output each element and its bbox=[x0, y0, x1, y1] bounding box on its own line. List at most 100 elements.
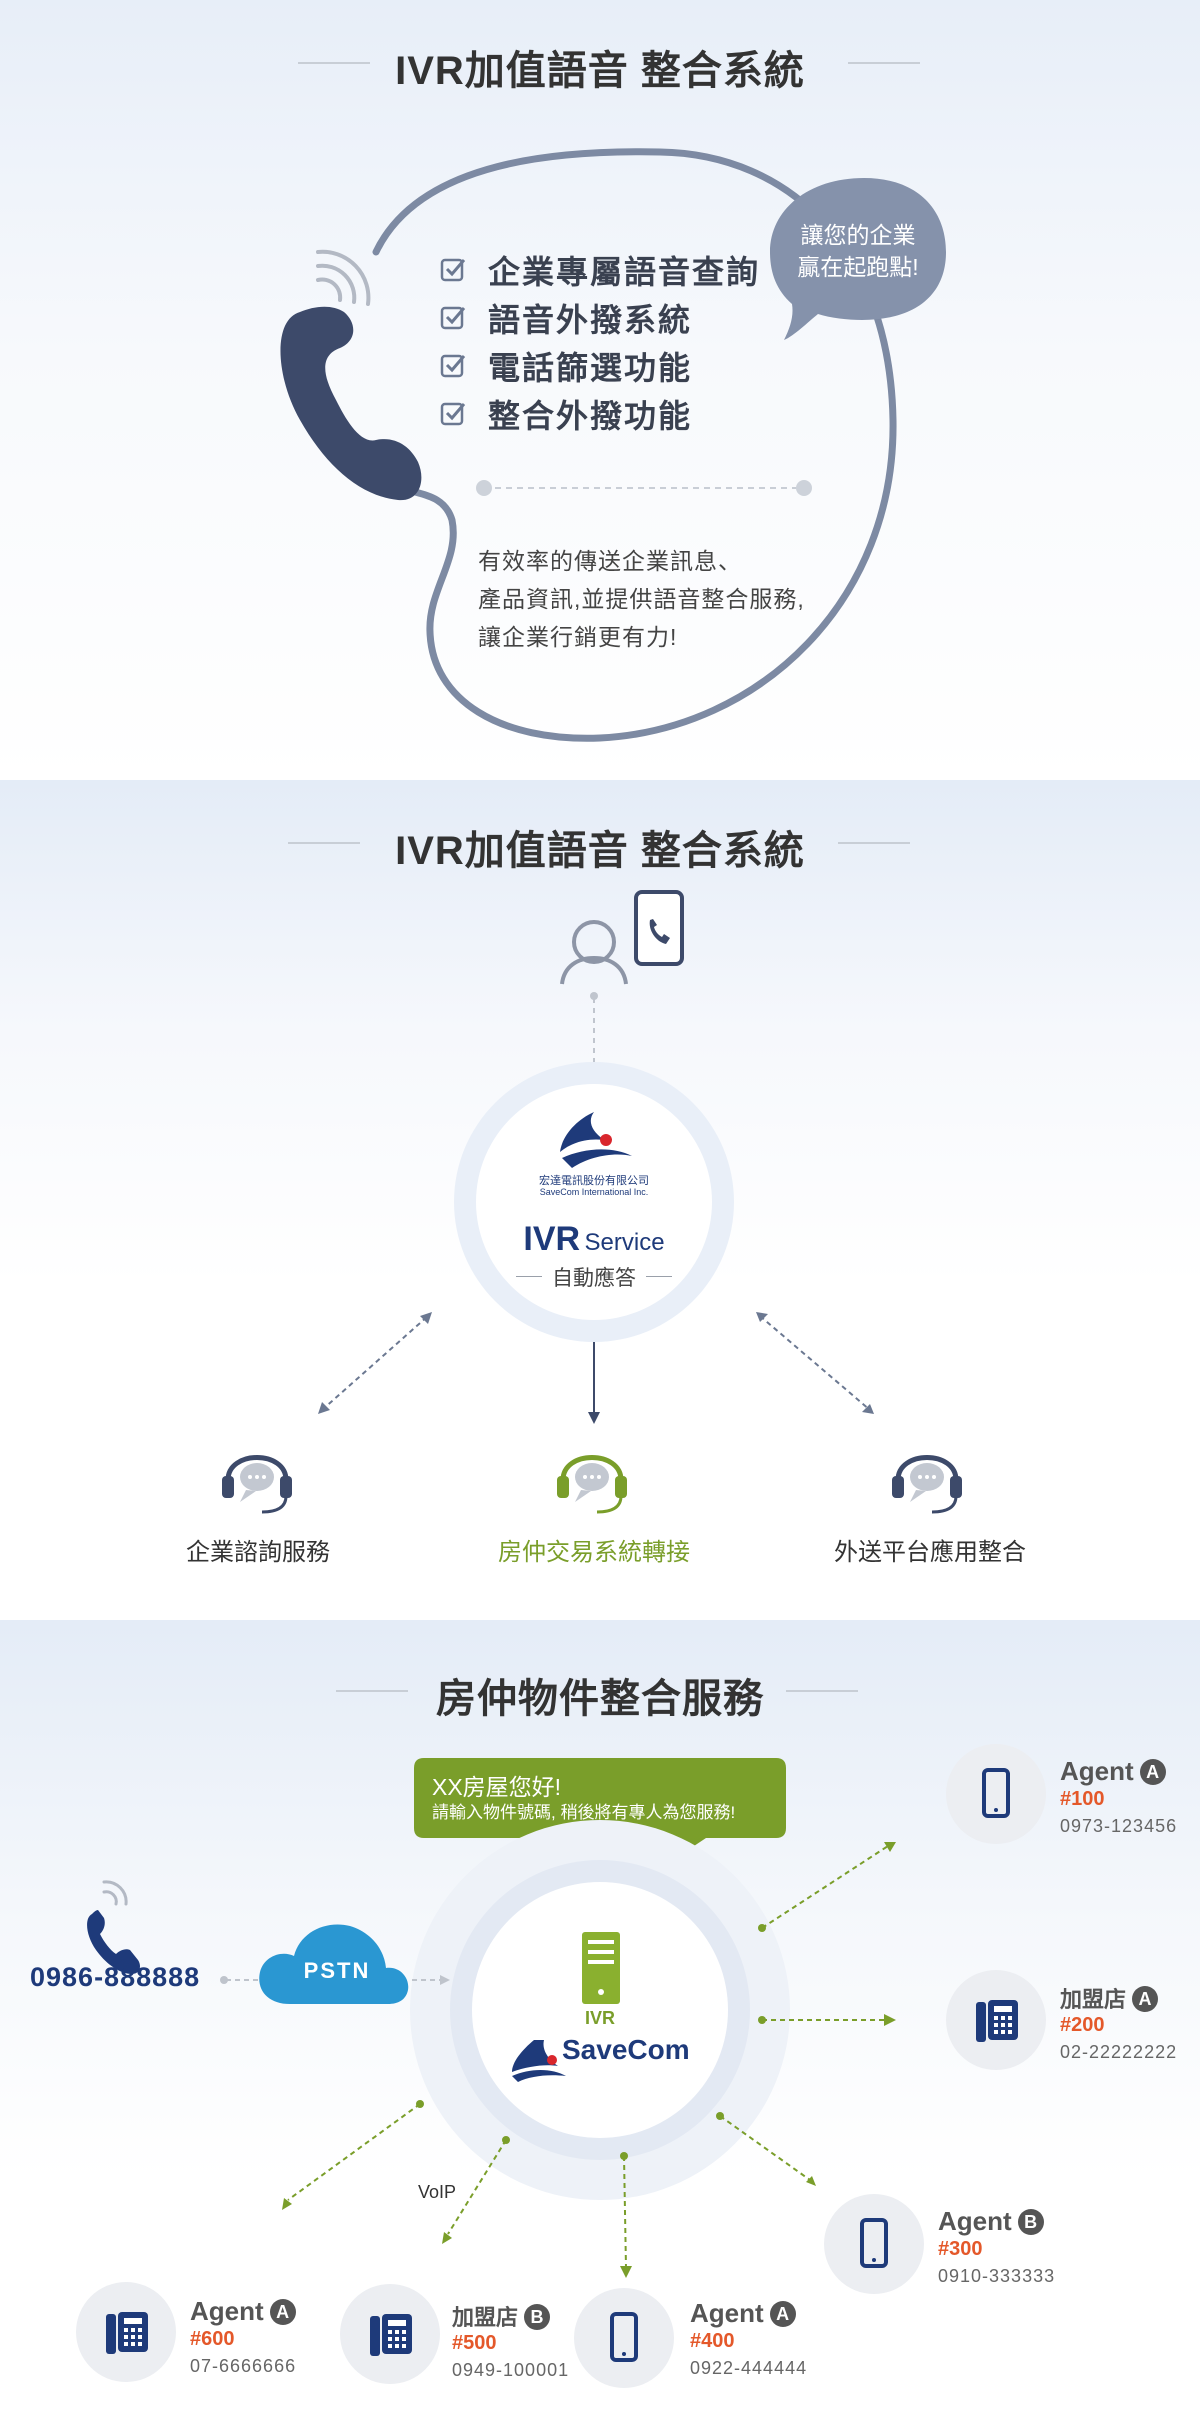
mobile-phone-icon bbox=[634, 890, 684, 966]
agent-avatar bbox=[824, 2194, 924, 2294]
agent-phone: 0949-100001 bbox=[452, 2360, 570, 2380]
caller-phone-icon bbox=[87, 1910, 140, 1974]
agent-phone: 0910-333333 bbox=[938, 2266, 1056, 2286]
description-line: 讓企業行銷更有力! bbox=[478, 624, 678, 650]
ivr-flow-diagram bbox=[222, 890, 962, 1514]
mobile-phone-icon bbox=[982, 1768, 1010, 1818]
savecom-logo-icon bbox=[512, 2040, 566, 2082]
slogan-line1: 讓您的企業 bbox=[800, 222, 916, 248]
slogan-bubble: 讓您的企業 贏在起跑點! bbox=[770, 219, 946, 283]
pstn-label: PSTN bbox=[303, 1958, 371, 1983]
headset-icon-2 bbox=[557, 1455, 627, 1514]
agent-badge: A bbox=[769, 2301, 796, 2327]
title-rule-right bbox=[848, 62, 920, 64]
caption-rule bbox=[516, 1276, 542, 1277]
agent-phone: 0973-123456 bbox=[1060, 1816, 1178, 1836]
feature-2: 語音外撥系統 bbox=[488, 302, 693, 338]
agent-phone: 02-22222222 bbox=[1060, 2042, 1178, 2062]
auto-answer-caption: 自動應答 bbox=[552, 1267, 636, 1290]
service-label-realestate: 房仲交易系統轉接 bbox=[498, 1539, 690, 1566]
agent-avatar bbox=[340, 2284, 440, 2384]
agent-badge: A bbox=[269, 2299, 296, 2325]
feature-description: 有效率的傳送企業訊息、 產品資訊,並提供語音整合服務, 讓企業行銷更有力! bbox=[478, 542, 805, 656]
handset-icon bbox=[280, 306, 422, 501]
greeting-line1: XX房屋您好! bbox=[432, 1774, 562, 1800]
center-brand-label: SaveCom bbox=[562, 2034, 690, 2065]
agent-phone: 0922-444444 bbox=[690, 2358, 808, 2378]
center-ivr-label: IVR bbox=[584, 2008, 615, 2028]
description-line: 有效率的傳送企業訊息、 bbox=[478, 548, 742, 574]
mobile-phone-icon bbox=[610, 2312, 638, 2362]
agent-name-text: Agent bbox=[690, 2298, 764, 2328]
ivr-sub: Service bbox=[584, 1229, 665, 1256]
feature-4: 整合外撥功能 bbox=[488, 398, 693, 434]
agent-code: #300 bbox=[938, 2238, 983, 2260]
caller-number: 0986-888888 bbox=[30, 1962, 201, 1992]
desk-phone-icon bbox=[370, 2314, 412, 2356]
ivr-main: IVR bbox=[523, 1220, 581, 1258]
agent-name-text: 加盟店 bbox=[452, 2305, 519, 2330]
title-rule-right bbox=[786, 1690, 858, 1692]
realestate-routing-diagram bbox=[87, 1758, 896, 2278]
agent-phone: 07-6666666 bbox=[190, 2356, 297, 2376]
service-label-delivery: 外送平台應用整合 bbox=[834, 1539, 1026, 1566]
agent-badge: A bbox=[1132, 1986, 1159, 2012]
description-line: 產品資訊,並提供語音整合服務, bbox=[478, 586, 805, 612]
title-rule-left bbox=[288, 842, 360, 844]
title-rule-left bbox=[298, 62, 370, 64]
desk-phone-icon bbox=[106, 2312, 148, 2354]
slogan-line2: 贏在起跑點! bbox=[797, 254, 919, 280]
agent-name-text: 加盟店 bbox=[1060, 1987, 1127, 2012]
pstn-cloud-icon bbox=[259, 1924, 409, 2004]
agent-avatar bbox=[946, 1744, 1046, 1844]
user-icon bbox=[560, 920, 628, 985]
checkbox-icon bbox=[440, 354, 466, 378]
agent-code: #600 bbox=[190, 2328, 235, 2350]
feature-1: 企業專屬語音查詢 bbox=[488, 254, 761, 290]
section-ivr-service-flow: IVR加值語音 整合系統 bbox=[0, 780, 1200, 1620]
agent-avatar bbox=[946, 1970, 1046, 2070]
title-rule-left bbox=[336, 1690, 408, 1692]
checkbox-icon bbox=[440, 306, 466, 330]
section1-title: IVR加值語音 整合系統 bbox=[395, 49, 805, 93]
signal-waves-icon bbox=[102, 1880, 128, 1906]
agent-avatar bbox=[574, 2288, 674, 2388]
caption-rule bbox=[646, 1276, 672, 1277]
agent-name-text: Agent bbox=[1060, 1756, 1134, 1786]
title-rule-right bbox=[838, 842, 910, 844]
ivr-service-label: IVR Service bbox=[444, 1220, 744, 1259]
agent-avatar bbox=[76, 2282, 176, 2382]
mobile-phone-icon bbox=[860, 2218, 888, 2268]
agent-badge: A bbox=[1139, 1759, 1166, 1785]
service-label-consult: 企業諮詢服務 bbox=[186, 1539, 330, 1566]
section2-title: IVR加值語音 整合系統 bbox=[395, 829, 805, 873]
agent-code: #200 bbox=[1060, 2014, 1105, 2036]
agent-badge: B bbox=[1017, 2209, 1044, 2235]
feature-3: 電話篩選功能 bbox=[488, 350, 693, 386]
section-ivr-features: IVR加值語音 整合系統 讓您的企業 贏在起跑點! 企業專屬語音查詢 語音外撥系… bbox=[0, 0, 1200, 780]
agent-code: #400 bbox=[690, 2330, 735, 2352]
agent-name-text: Agent bbox=[190, 2296, 264, 2326]
voip-label: VoIP bbox=[418, 2182, 457, 2202]
desk-phone-icon bbox=[976, 2000, 1018, 2042]
headset-icon-1 bbox=[222, 1455, 292, 1514]
signal-waves-icon bbox=[316, 249, 371, 306]
agent-badge: B bbox=[524, 2304, 551, 2330]
checkbox-icon bbox=[440, 402, 466, 426]
savecom-logo-icon bbox=[560, 1112, 632, 1168]
company-name-en: SaveCom International Inc. bbox=[539, 1187, 649, 1197]
section-realestate-service: 房仲物件整合服務 bbox=[0, 1620, 1200, 2417]
section3-title: 房仲物件整合服務 bbox=[436, 1677, 764, 1721]
server-icon bbox=[582, 1932, 620, 2004]
checkbox-icon bbox=[440, 258, 466, 282]
headset-icon-3 bbox=[892, 1455, 962, 1514]
bubble-shape bbox=[770, 178, 946, 340]
company-name-zh: 宏達電訊股份有限公司 bbox=[539, 1175, 649, 1187]
agent-code: #500 bbox=[452, 2332, 497, 2354]
